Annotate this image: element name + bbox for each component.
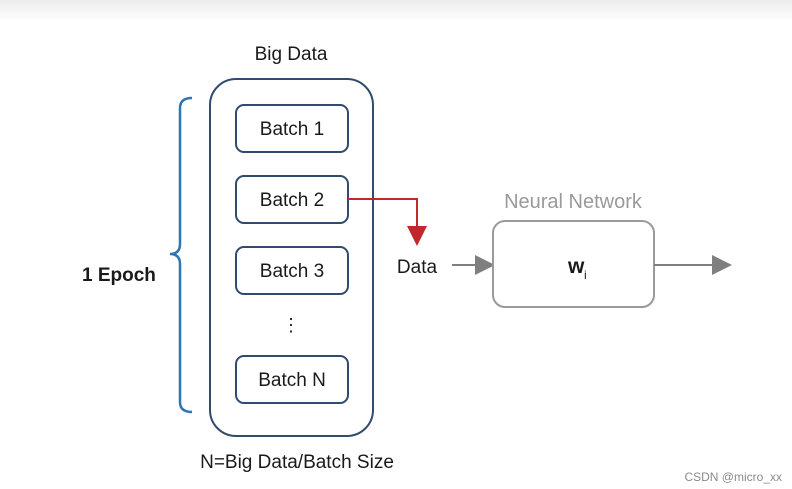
data-label: Data: [397, 257, 438, 278]
batch-count-formula: N=Big Data/Batch Size: [200, 452, 394, 473]
network-title: Neural Network: [504, 191, 643, 213]
batch-n-label: Batch N: [258, 370, 326, 391]
weight-subscript: i: [584, 268, 587, 282]
epoch-brace: [169, 96, 193, 414]
batch-box-2: Batch 2: [235, 175, 349, 224]
big-data-title: Big Data: [255, 44, 328, 65]
watermark-text: CSDN @micro_xx: [684, 470, 782, 484]
batch-2-label: Batch 2: [260, 190, 324, 211]
batch-box-n: Batch N: [235, 355, 349, 404]
batch-box-3: Batch 3: [235, 246, 349, 295]
weight-symbol: w: [567, 255, 585, 278]
batch-to-data-arrow: [348, 198, 427, 246]
ellipsis-mark: ⋮: [282, 315, 300, 335]
batch-1-label: Batch 1: [260, 119, 324, 140]
epoch-label: 1 Epoch: [82, 265, 156, 286]
top-shadow-band: [0, 0, 792, 22]
batch-3-label: Batch 3: [260, 261, 324, 282]
batch-box-1: Batch 1: [235, 104, 349, 153]
